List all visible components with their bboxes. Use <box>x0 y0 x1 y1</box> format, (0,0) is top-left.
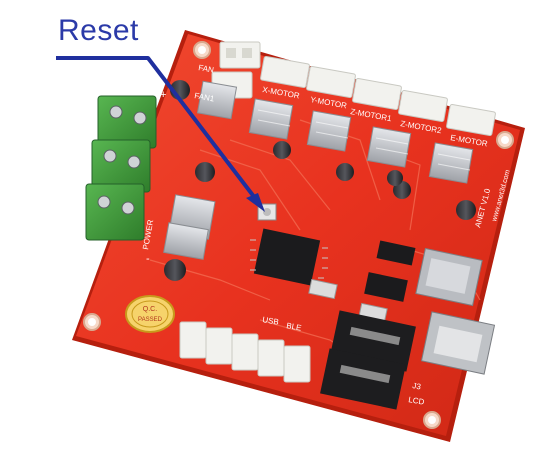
endstop-connectors <box>179 321 311 383</box>
capacitors <box>164 80 476 281</box>
qc-passed-sticker: Q.C. PASSED <box>125 295 175 333</box>
silk-ble: BLE <box>286 321 302 332</box>
motor-connectors <box>260 56 496 136</box>
qc-line2: PASSED <box>138 317 163 323</box>
silk-lcd: LCD <box>408 395 426 407</box>
silk-j3: J3 <box>412 381 422 391</box>
small-ics <box>308 240 416 324</box>
lcd-box-headers <box>320 310 416 410</box>
usb-port <box>420 311 496 375</box>
silk-plus: + <box>160 89 166 101</box>
mcu-chip <box>250 228 328 286</box>
silk-fan: FAN <box>198 63 215 75</box>
silk-usb: USB <box>262 315 280 327</box>
mounting-holes <box>83 41 514 429</box>
reset-annotation-label: Reset <box>58 14 139 47</box>
silk-minus: - <box>146 253 150 265</box>
power-screw-terminals <box>85 95 157 241</box>
sd-card-slot <box>415 247 483 307</box>
annotation-arrow <box>56 56 265 212</box>
fan-connector <box>219 41 261 69</box>
qc-line1: Q.C. <box>143 306 157 313</box>
stepper-heatsinks <box>163 80 474 260</box>
silk-fan1: FAN1 <box>194 91 216 103</box>
